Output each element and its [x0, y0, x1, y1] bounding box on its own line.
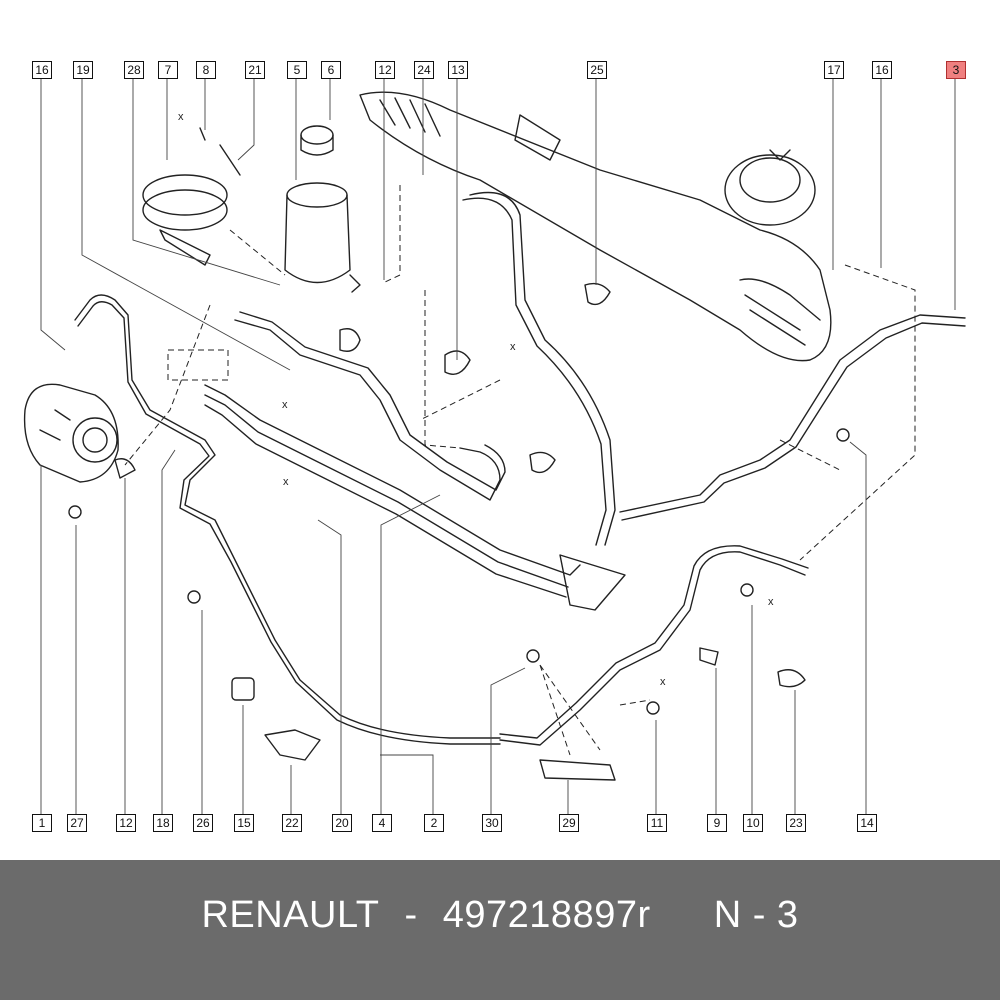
- steering-rack: [359, 91, 832, 362]
- pressure-pipe-upper: [74, 294, 501, 739]
- caption-separator: -: [404, 894, 418, 936]
- footer-caption: RENAULT - 497218897r N - 3: [0, 860, 1000, 970]
- svg-text:x: x: [510, 341, 516, 353]
- callout-top-3: 28: [124, 61, 144, 79]
- callout-bottom-9: 4: [372, 814, 392, 832]
- callout-top-4: 7: [158, 61, 178, 79]
- svg-text:x: x: [283, 476, 289, 488]
- lower-pressure-hose: [499, 551, 806, 746]
- callout-top-6: 21: [245, 61, 265, 79]
- cap-15: [231, 677, 255, 701]
- callout-top-11: 13: [448, 61, 468, 79]
- callout-bottom-7: 22: [282, 814, 302, 832]
- callout-bottom-12: 29: [559, 814, 579, 832]
- svg-text:x: x: [282, 399, 288, 411]
- return-hose: [234, 319, 501, 501]
- callout-bottom-1: 1: [32, 814, 52, 832]
- callout-top-10: 24: [414, 61, 434, 79]
- callout-bottom-2: 27: [67, 814, 87, 832]
- svg-text:x: x: [660, 676, 666, 688]
- callout-bottom-14: 9: [707, 814, 727, 832]
- rigid-tube-assembly: [204, 384, 581, 576]
- callout-bottom-17: 14: [857, 814, 877, 832]
- steering-pump: [23, 383, 119, 483]
- rack-pressure-line: [619, 314, 966, 513]
- fluid-reservoir: [284, 125, 361, 293]
- callout-bottom-11: 30: [482, 814, 502, 832]
- footer-bar: RENAULT - 497218897r N - 3: [0, 860, 1000, 1000]
- callout-top-1: 16: [32, 61, 52, 79]
- callout-top-14: 16: [872, 61, 892, 79]
- callout-top-12: 25: [587, 61, 607, 79]
- callout-top-15-highlighted: 3: [946, 61, 966, 79]
- part-number: 497218897r: [442, 894, 651, 936]
- callout-top-5: 8: [196, 61, 216, 79]
- callout-top-7: 5: [287, 61, 307, 79]
- callout-bottom-13: 11: [647, 814, 667, 832]
- callout-bottom-8: 20: [332, 814, 352, 832]
- hose-clamp: [142, 127, 241, 266]
- callout-bottom-6: 15: [234, 814, 254, 832]
- supply-hose: [469, 191, 616, 546]
- callout-top-2: 19: [73, 61, 93, 79]
- callout-top-13: 17: [824, 61, 844, 79]
- callout-bottom-15: 10: [743, 814, 763, 832]
- callout-top-8: 6: [321, 61, 341, 79]
- callout-bottom-4: 18: [153, 814, 173, 832]
- callout-bottom-3: 12: [116, 814, 136, 832]
- callout-bottom-10: 2: [424, 814, 444, 832]
- callout-bottom-16: 23: [786, 814, 806, 832]
- svg-text:x: x: [178, 111, 184, 123]
- brand-name: RENAULT: [201, 894, 380, 936]
- callout-top-9: 12: [375, 61, 395, 79]
- callout-bottom-5: 26: [193, 814, 213, 832]
- power-steering-exploded-diagram: x x x x x x: [23, 77, 966, 815]
- svg-text:x: x: [768, 596, 774, 608]
- position-label: N - 3: [713, 894, 799, 936]
